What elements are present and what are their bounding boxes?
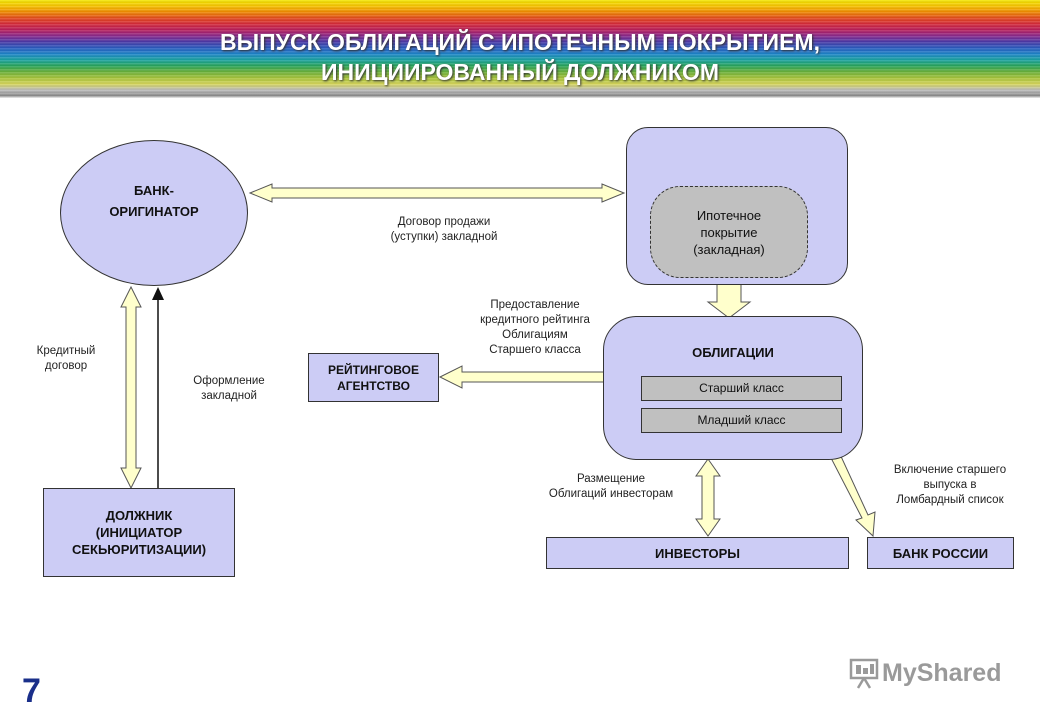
mortgage-cover-node: Ипотечное покрытие (закладная): [650, 186, 808, 278]
slide-title-line1: ВЫПУСК ОБЛИГАЦИЙ С ИПОТЕЧНЫМ ПОКРЫТИЕМ,: [220, 29, 820, 55]
rating-arrow: [438, 365, 605, 389]
bank-originator-node: БАНК- ОРИГИНАТОР: [60, 140, 248, 286]
bank-of-russia-node: БАНК РОССИИ: [867, 537, 1014, 569]
title-banner: [0, 0, 1040, 98]
rating-provision-label: Предоставление кредитного рейтинга Облиг…: [462, 298, 608, 358]
debtor-line2: (ИНИЦИАТОР: [95, 525, 183, 540]
investors-node: ИНВЕСТОРЫ: [546, 537, 849, 569]
rating-agency-line1: РЕЙТИНГОВОЕ: [328, 362, 419, 377]
credit-contract-line1: Кредитный: [36, 345, 96, 357]
bank-originator-line2: ОРИГИНАТОР: [109, 204, 199, 219]
mortgage-cover-line2: покрытие: [700, 224, 758, 240]
rating-provision-line3: Облигациям: [502, 329, 568, 341]
placement-label: Размещение Облигаций инвесторам: [528, 472, 694, 502]
debtor-line1: ДОЛЖНИК: [105, 508, 173, 523]
mortgage-cover-line3: (закладная): [693, 241, 765, 257]
mortgage-registration-line2: закладной: [201, 390, 257, 402]
bank-of-russia-label: БАНК РОССИИ: [892, 545, 989, 561]
rating-provision-line4: Старшего класса: [489, 344, 581, 356]
investors-label: ИНВЕСТОРЫ: [655, 545, 740, 561]
rating-agency-node: РЕЙТИНГОВОЕ АГЕНТСТВО: [308, 353, 439, 402]
credit-contract-label: Кредитный договор: [20, 344, 112, 374]
lombard-inclusion-line3: Ломбардный список: [896, 494, 1004, 506]
watermark-text: MyShared: [882, 658, 1002, 687]
bonds-senior-label: Старший класс: [699, 381, 784, 395]
lombard-arrow: [829, 451, 876, 538]
debtor-node: ДОЛЖНИК (ИНИЦИАТОР СЕКЬЮРИТИЗАЦИИ): [43, 488, 235, 577]
lombard-inclusion-label: Включение старшего выпуска в Ломбардный …: [874, 463, 1026, 508]
mortgage-registration-line1: Оформление: [193, 375, 265, 387]
mortgage-registration-arrowhead: [152, 287, 164, 300]
slide-title-line2: ИНИЦИИРОВАННЫЙ ДОЛЖНИКОМ: [320, 59, 720, 85]
rating-provision-line1: Предоставление: [490, 299, 580, 311]
sale-contract-line2: (уступки) закладной: [390, 231, 498, 243]
placement-line1: Размещение: [576, 473, 646, 485]
credit-contract-arrow: [120, 285, 142, 490]
credit-contract-line2: договор: [44, 360, 88, 372]
bonds-junior-label: Младший класс: [697, 413, 786, 427]
rating-agency-line2: АГЕНТСТВО: [337, 378, 410, 393]
placement-line2: Облигаций инвесторам: [548, 488, 674, 500]
lombard-inclusion-line2: выпуска в: [923, 479, 977, 491]
title-banner-stripes: [0, 0, 1040, 98]
rating-provision-line2: кредитного рейтинга: [480, 314, 590, 326]
watermark-logo: MyShared: [848, 656, 1001, 690]
sale-contract-label: Договор продажи (уступки) закладной: [370, 215, 518, 245]
bonds-senior-class: Старший класс: [641, 376, 842, 401]
placement-arrow: [695, 458, 721, 537]
sale-contract-line1: Договор продажи: [397, 216, 491, 228]
bonds-label: ОБЛИГАЦИИ: [692, 345, 774, 360]
presentation-board-icon: [849, 658, 879, 689]
mortgage-cover-line1: Ипотечное: [696, 207, 762, 223]
bonds-junior-class: Младший класс: [641, 408, 842, 433]
lombard-inclusion-line1: Включение старшего: [893, 464, 1007, 476]
bank-originator-line1: БАНК-: [134, 183, 174, 198]
debtor-line3: СЕКЬЮРИТИЗАЦИИ): [71, 542, 207, 557]
page-number: 7: [22, 672, 41, 710]
sale-contract-arrow: [248, 183, 626, 203]
mortgage-registration-label: Оформление закладной: [178, 374, 280, 404]
